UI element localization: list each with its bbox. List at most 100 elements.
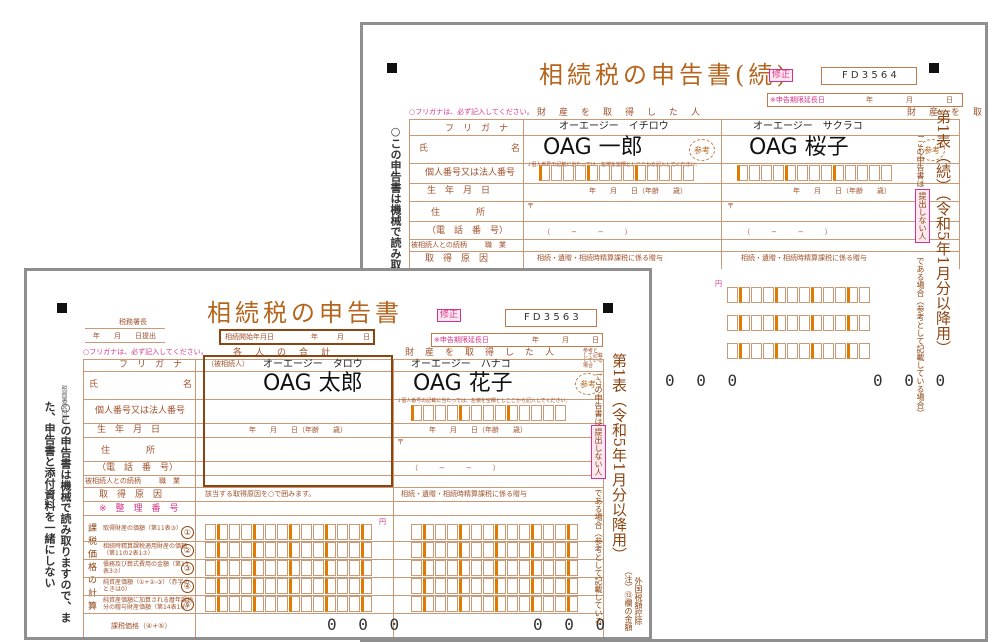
cause-text: 相続・遺贈・相続時精算課税に係る贈与 [537, 254, 663, 262]
heir-kana: オーエージー ハナコ [411, 359, 511, 370]
calc-row-mark: ① [181, 526, 194, 539]
phone-format-2: （ − − ） [743, 228, 832, 236]
taxable-value-label: 課税価格（④+⑤） [111, 622, 172, 630]
heir1-kana: オーエージー イチロウ [559, 121, 669, 132]
form-code-box: F D 3 5 6 4 [821, 67, 917, 85]
row-phone-label: （電 話 番 号） [97, 463, 179, 473]
furigana-note: ○フリガナは、必ず記入してください。 [83, 348, 208, 356]
yen-unit: 円 [379, 518, 386, 526]
calc-row-mark: ⑤ [181, 598, 194, 611]
total-amount-cells[interactable] [205, 542, 373, 558]
side-note: ↑この申告書は [594, 371, 603, 426]
correction-badge: 修正 [437, 309, 462, 322]
heir-amount-cells[interactable] [411, 560, 579, 576]
amount-cells-2[interactable] [727, 287, 871, 303]
decedent-label: （被相続人） [207, 360, 249, 368]
zeros-1: 0 0 0 [327, 615, 406, 634]
heir2-kana: オーエージー サクラコ [753, 121, 863, 132]
row-relation-label: 被相続人との続柄 [411, 241, 467, 249]
row-phone-label: （電 話 番 号） [427, 226, 509, 236]
extension-date-box: ※申告期限延長日 年 月 日 [431, 333, 603, 347]
heir2-name: OAG 桜子 [749, 135, 849, 160]
row-furigana-label: フ リ ガ ナ [119, 360, 183, 370]
yen-unit: 円 [715, 280, 722, 288]
row-address-label: 住 所 [431, 208, 486, 218]
row-name-label: 氏 [419, 144, 429, 154]
form-main-sheet: 税務署長 年 月 日提出 相続税の申告書 修正 F D 3 5 6 3 相続開始… [24, 268, 652, 640]
row-birth-label: 生 年 月 日 [97, 425, 161, 435]
total-column-frame [203, 355, 393, 487]
row-address-label: 住 所 [101, 446, 156, 456]
heir-header: 財 産 を 取 得 し た 人 [537, 108, 703, 118]
number-note: ↓個人番号の記載に当たっては、左端を空欄としここから記入してください。 [397, 398, 571, 404]
side-title: 第1表（令和5年1月分以降用） [610, 353, 628, 562]
phone-format: （ − − ） [411, 464, 500, 472]
row-ref-no-label: ※ 整 理 番 号 [99, 504, 179, 514]
machine-read-note: ○この申告書は機械で読み取りま [389, 125, 402, 292]
side-note: ↑この申告書は [916, 133, 925, 188]
total-header: 各 人 の 合 計 [233, 348, 333, 358]
heir-header: 財 産 を 取 得 し た 人 [405, 348, 556, 358]
reference-note: 参考として記載している場合 [583, 348, 603, 369]
postal-mark: 〒 [527, 202, 534, 210]
row-relation-label: 被相続人との続柄 [85, 477, 141, 485]
heir-header-2: 財 産 を 取 得 し た 人 [907, 108, 985, 118]
total-amount-cells[interactable] [205, 560, 373, 576]
no-submit-badge: 提出しない人 [915, 189, 930, 243]
heir-amount-cells[interactable] [411, 578, 579, 594]
birth-format-2: 年 月 日（年齢 歳） [429, 426, 527, 434]
row-birth-label: 生 年 月 日 [427, 186, 491, 196]
zeros-2: 0 0 0 [873, 371, 952, 390]
row-name-label: 氏 [89, 380, 99, 390]
row-number-label: 個人番号又は法人番号 [95, 406, 186, 416]
calc-section-label: 課税価格の計算 [86, 523, 96, 614]
total-amount-cells[interactable] [205, 524, 373, 540]
heir1-name: OAG 一郎 [543, 135, 643, 160]
total-amount-cells[interactable] [205, 596, 373, 612]
sheet-title: 相続税の申告書 [207, 299, 403, 327]
furigana-note: ○フリガナは、必ず記入してください。 [409, 108, 534, 116]
corner-mark [929, 63, 939, 73]
calc-row-mark: ④ [181, 580, 194, 593]
heir-name: OAG 花子 [413, 371, 513, 396]
number-cells[interactable] [411, 405, 567, 421]
calc-row-mark: ③ [181, 562, 194, 575]
row-number-label: 個人番号又は法人番号 [425, 168, 516, 178]
postal-mark-2: 〒 [727, 202, 734, 210]
postal-mark: 〒 [397, 438, 404, 446]
heir-amount-cells[interactable] [411, 542, 579, 558]
phone-format: （ − − ） [543, 228, 632, 236]
row-cause-label: 取 得 原 因 [99, 490, 163, 500]
stamp-label: 税務署受付印 [60, 385, 67, 421]
decedent-kana: オーエージー タロウ [263, 359, 363, 370]
side-title: 第1表（続）（令和5年1月分以降用） [934, 109, 952, 356]
corner-mark [603, 303, 613, 313]
heir-amount-cells[interactable] [411, 524, 579, 540]
zeros-2: 0 0 0 [533, 615, 612, 634]
cause-instruction: 該当する取得原因を○で囲みます。 [205, 490, 316, 498]
row-cause-label: 取 得 原 因 [425, 254, 489, 264]
reference-stamp: 参考 [575, 373, 601, 395]
total-amount-cells[interactable] [205, 578, 373, 594]
calc-row-mark: ② [181, 544, 194, 557]
calc-row-label: 純資産価額（①+②-③）（赤字のときは0） [103, 579, 190, 593]
calc-row-label: 相続時精算課税適用財産の価額（第11の2表1⑦） [103, 543, 188, 557]
form-code-box: F D 3 5 6 3 [505, 309, 597, 327]
correction-badge: 修正 [769, 69, 794, 82]
submit-date-label: 年 月 日提出 [93, 332, 156, 340]
machine-read-note: ○この申告書は機械で読み取りますので、また、申告書と添付資料を一緒にしない [43, 401, 72, 623]
note-small-2: 外国税額控除 [634, 577, 643, 625]
cause-text-2: 相続・遺贈・相続時精算課税に係る贈与 [741, 254, 867, 262]
calc-row-label: 取得財産の価額（第11表③） [103, 525, 183, 532]
note-small: （注）⑬欄の金額 [624, 567, 633, 631]
heir-amount-cells[interactable] [411, 596, 579, 612]
row-furigana-label: フ リ ガ ナ [445, 124, 509, 134]
calc-row-label: 純資産価額に加算される暦年課税分の贈与財産価額（第14表1④） [103, 597, 194, 611]
start-date-box[interactable]: 相続開始年月日 年 月 日 [219, 329, 375, 345]
number-cells-2[interactable] [737, 165, 893, 181]
corner-mark [57, 303, 67, 313]
zeros-1: 0 0 0 [665, 371, 744, 390]
birth-format: 年 月 日（年齢 歳） [589, 187, 687, 195]
decedent-name: OAG 太郎 [263, 371, 363, 396]
number-cells[interactable] [539, 165, 695, 181]
